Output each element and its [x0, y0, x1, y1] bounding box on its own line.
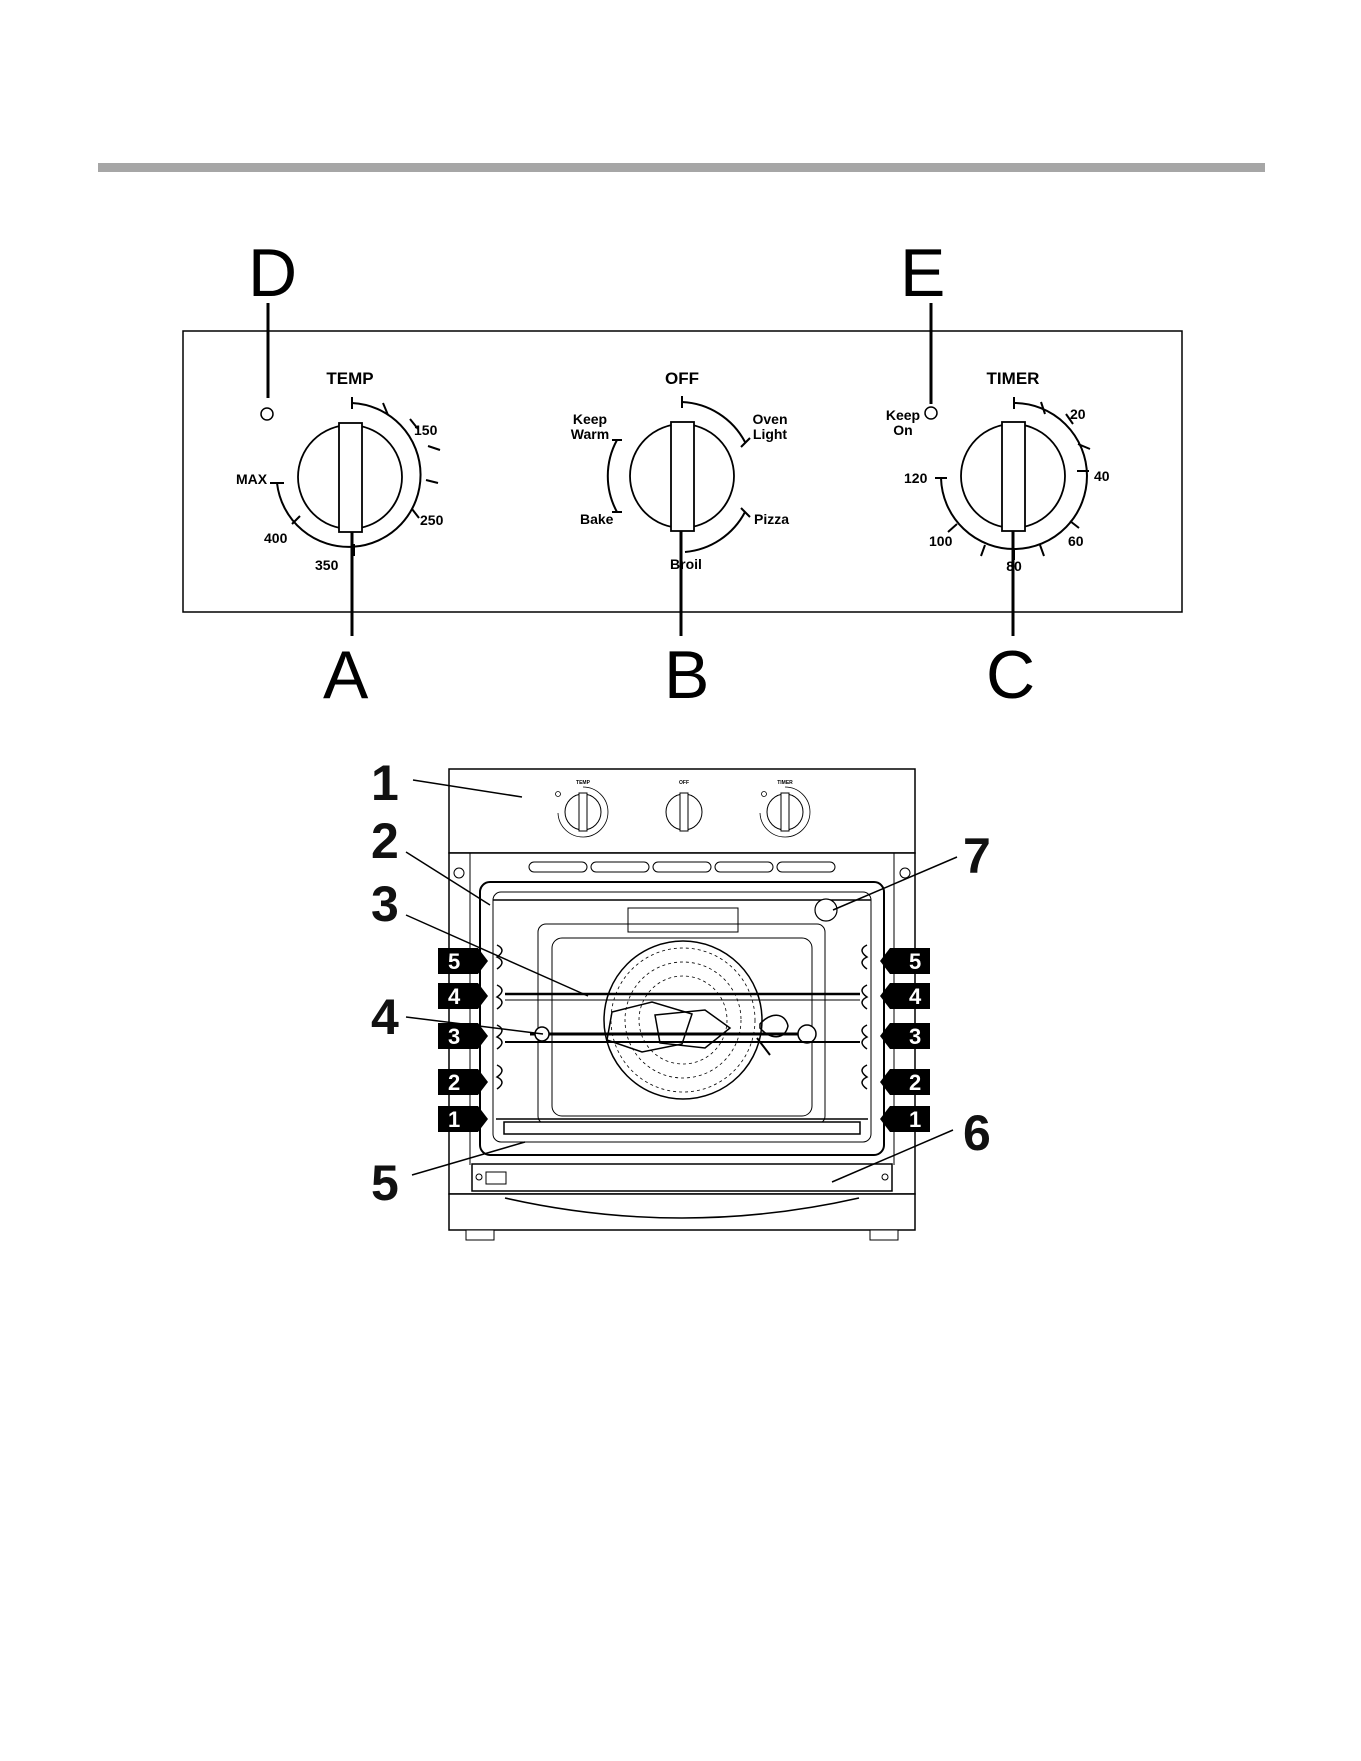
rack-marker-right-5	[880, 948, 930, 974]
callout-c: C	[986, 637, 1035, 713]
callout-e: E	[900, 235, 945, 311]
function-label-broil: Broil	[670, 556, 702, 572]
timer-label-20: 20	[1070, 406, 1086, 422]
rack-marker-left-2	[438, 1069, 488, 1095]
oven-cavity	[480, 882, 884, 1155]
door-handle-base	[449, 1194, 915, 1230]
rack-marker-right-4	[880, 983, 930, 1009]
callout-b: B	[664, 637, 709, 713]
rack-marker-right-1-label: 1	[909, 1107, 921, 1132]
door-latch	[486, 1172, 506, 1184]
callout-a: A	[323, 637, 369, 713]
callout-d: D	[248, 235, 297, 311]
function-label-bake: Bake	[580, 511, 614, 527]
function-arc-bake	[608, 440, 617, 512]
rack-marker-right-2	[880, 1069, 930, 1095]
callout-3: 3	[371, 876, 399, 932]
timer-label-keep: Keep	[886, 407, 920, 423]
rack-marker-left-1	[438, 1106, 488, 1132]
function-label-warm: Warm	[571, 426, 609, 442]
temp-heading: TEMP	[326, 369, 373, 388]
callout-5: 5	[371, 1155, 399, 1211]
temp-knob-grip[interactable]	[339, 423, 362, 532]
temp-label-350: 350	[315, 557, 339, 573]
callout-6: 6	[963, 1105, 991, 1161]
temp-dial[interactable]: TEMP 150 250 350 400	[236, 369, 444, 573]
foot-right	[870, 1230, 898, 1240]
mini-timer-heading: TIMER	[777, 780, 793, 786]
temp-label-400: 400	[264, 530, 288, 546]
crumb-tray	[504, 1122, 860, 1134]
rack-marker-left-5-label: 5	[448, 949, 460, 974]
mini-temp-heading: TEMP	[576, 780, 591, 786]
function-heading: OFF	[665, 369, 699, 388]
rack-marker-right-4-label: 4	[909, 984, 922, 1009]
mini-function-heading: OFF	[679, 780, 689, 786]
rack-marker-right-5-label: 5	[909, 949, 921, 974]
oven-front-view: TEMP OFF TIMER	[371, 755, 991, 1240]
timer-label-100: 100	[929, 533, 953, 549]
rack-marker-left-5	[438, 948, 488, 974]
function-knob-grip[interactable]	[671, 422, 694, 531]
rack-marker-left-4-label: 4	[448, 984, 461, 1009]
callout-4: 4	[371, 989, 399, 1045]
rack-marker-left-3-label: 3	[448, 1024, 460, 1049]
temp-label-150: 150	[414, 422, 438, 438]
function-label-oven: Oven	[752, 411, 787, 427]
screw-top-right	[900, 868, 910, 878]
timer-label-80: 80	[1006, 558, 1022, 574]
temp-label-max: MAX	[236, 471, 268, 487]
mini-indicator-light-d	[556, 792, 561, 797]
function-label-pizza: Pizza	[754, 511, 789, 527]
rack-marker-left-1-label: 1	[448, 1107, 460, 1132]
timer-label-120: 120	[904, 470, 928, 486]
function-label-light: Light	[753, 426, 788, 442]
callout-2: 2	[371, 813, 399, 869]
timer-dial[interactable]: TIMER Keep On	[886, 369, 1110, 574]
timer-knob-grip[interactable]	[1002, 422, 1025, 531]
door-bottom-frame	[472, 1164, 892, 1191]
mini-indicator-light-e	[762, 792, 767, 797]
rack-marker-left-2-label: 2	[448, 1070, 460, 1095]
temp-label-250: 250	[420, 512, 444, 528]
callout-7: 7	[963, 828, 991, 884]
control-panel: D E A B C TEMP	[183, 235, 1182, 713]
indicator-light-d	[261, 408, 273, 420]
function-label-keep: Keep	[573, 411, 607, 427]
timer-label-40: 40	[1094, 468, 1110, 484]
rack-marker-right-1	[880, 1106, 930, 1132]
timer-label-60: 60	[1068, 533, 1084, 549]
rack-marker-right-3	[880, 1023, 930, 1049]
timer-label-on: On	[893, 422, 912, 438]
callout-1: 1	[371, 755, 399, 811]
rack-marker-left-4	[438, 983, 488, 1009]
rack-marker-right-3-label: 3	[909, 1024, 921, 1049]
indicator-light-e	[925, 407, 937, 419]
timer-heading: TIMER	[987, 369, 1040, 388]
rack-marker-right-2-label: 2	[909, 1070, 921, 1095]
screw-top-left	[454, 868, 464, 878]
foot-left	[466, 1230, 494, 1240]
